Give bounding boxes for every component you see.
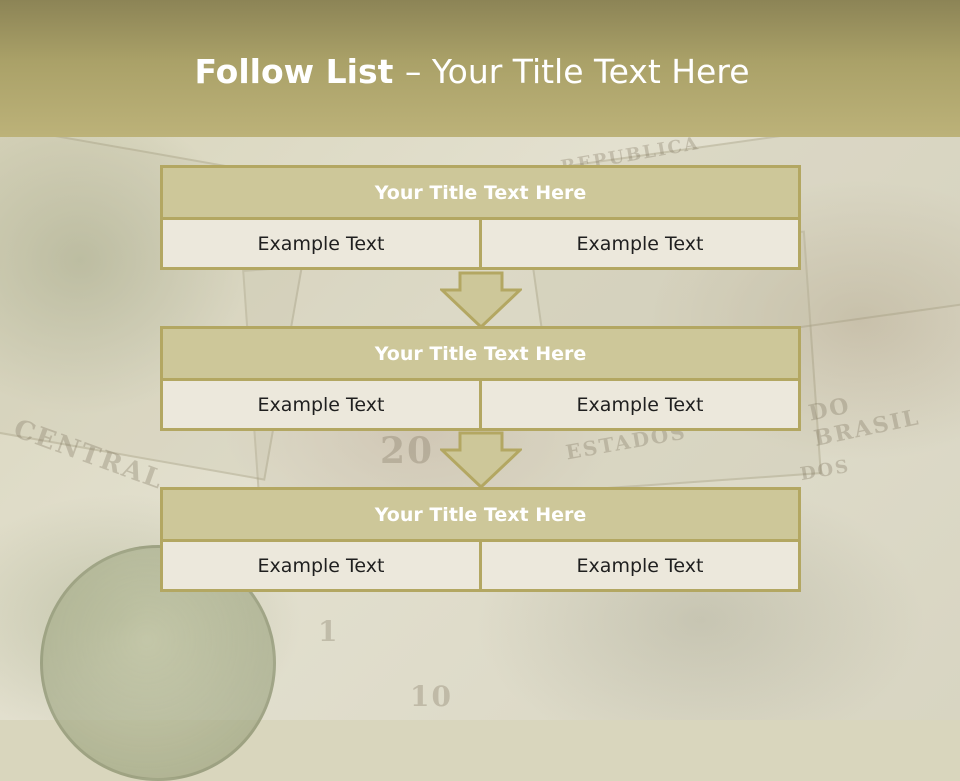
header-band: Follow List – Your Title Text Here: [0, 0, 960, 137]
block-cell-right: Example Text: [479, 542, 798, 589]
block-cell-left: Example Text: [257, 393, 385, 416]
list-block-3: Your Title Text Here Example Text Exampl…: [160, 487, 801, 592]
title-rest: – Your Title Text Here: [404, 52, 750, 91]
block-cell-left: Example Text: [257, 554, 385, 577]
banknote-numeral: 1: [318, 615, 340, 648]
page-title: Follow List – Your Title Text Here: [0, 52, 944, 91]
block-row: Example Text Example Text: [160, 542, 801, 592]
list-block-1: Your Title Text Here Example Text Exampl…: [160, 165, 801, 270]
block-cell-right: Example Text: [479, 381, 798, 428]
banknote-numeral: 20: [380, 430, 435, 472]
banknote-text: DO BRASIL: [806, 392, 923, 453]
block-row: Example Text Example Text: [160, 381, 801, 431]
block-cell-right: Example Text: [479, 220, 798, 267]
block-title: Your Title Text Here: [160, 326, 801, 381]
block-row: Example Text Example Text: [160, 220, 801, 270]
block-title: Your Title Text Here: [160, 165, 801, 220]
list-block-2: Your Title Text Here Example Text Exampl…: [160, 326, 801, 431]
block-title: Your Title Text Here: [160, 487, 801, 542]
block-cell-left: Example Text: [257, 232, 385, 255]
down-arrow-icon: [440, 271, 522, 329]
banknote-numeral: 10: [410, 680, 453, 713]
down-arrow-icon: [440, 431, 522, 489]
title-bold: Follow List: [194, 52, 405, 91]
